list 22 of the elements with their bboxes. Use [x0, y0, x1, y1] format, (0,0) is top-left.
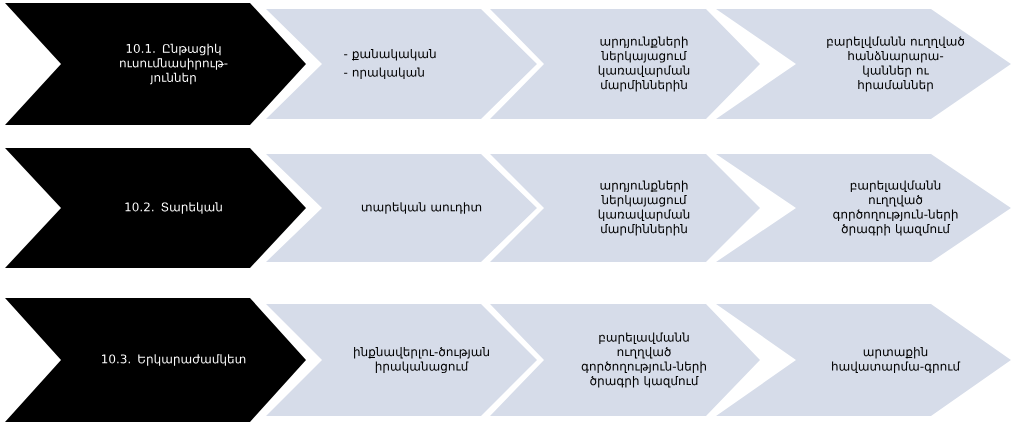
node-label: բարելավմանն ուղղված գործողություն-ների ծրագրի կազմում — [833, 180, 958, 236]
chevron-box: արտաքին հավատարմա-գրում — [716, 304, 1011, 416]
node-label: - որակական — [344, 67, 424, 80]
node-label: ինքնավերլու-ծության իրականացում — [354, 346, 489, 374]
node-label: բարելվմանն ուղղված հանձնարարա-կաններ ու հրամաններ — [827, 36, 965, 92]
node-label: արդյունքների ներկայացում կառավարման մարմիններին — [598, 36, 690, 92]
chevron-box: ինքնավերլու-ծության իրականացում — [266, 304, 537, 416]
node-label: բարելավմանն ուղղված գործողություն-ների ծրագրի կազմում — [581, 332, 706, 388]
chevron-box: բարելավմանն ուղղված գործողություն-ների ծրագրի կազմում — [490, 304, 760, 416]
chevron-box: տարեկան աուդիտ — [266, 154, 537, 262]
chevron-box: արդյունքների ներկայացում կառավարման մարմիններին — [490, 9, 760, 119]
node-label: արտաքին հավատարմա-գրում — [832, 346, 961, 374]
node-label: - քանակական — [344, 48, 436, 61]
chevron-box: բարելավմանն ուղղված գործողություն-ների ծրագրի կազմում — [716, 154, 1011, 262]
chevron-box: 10.1. Ընթացիկ ուսումնասիրութ-յուններ — [5, 3, 306, 125]
chevron-box: 10.3. Երկարաժամկետ — [5, 298, 306, 422]
chevron-box: - քանակական - որակական — [266, 9, 537, 119]
chevron-box: բարելվմանն ուղղված հանձնարարա-կաններ ու հրամաններ — [716, 9, 1011, 119]
chevron-box: 10.2. Տարեկան — [5, 148, 306, 268]
chevron-box: արդյունքների ներկայացում կառավարման մարմիններին — [490, 154, 760, 262]
node-label: տարեկան աուդիտ — [361, 202, 482, 214]
node-label: արդյունքների ներկայացում կառավարման մարմիններին — [598, 180, 690, 236]
